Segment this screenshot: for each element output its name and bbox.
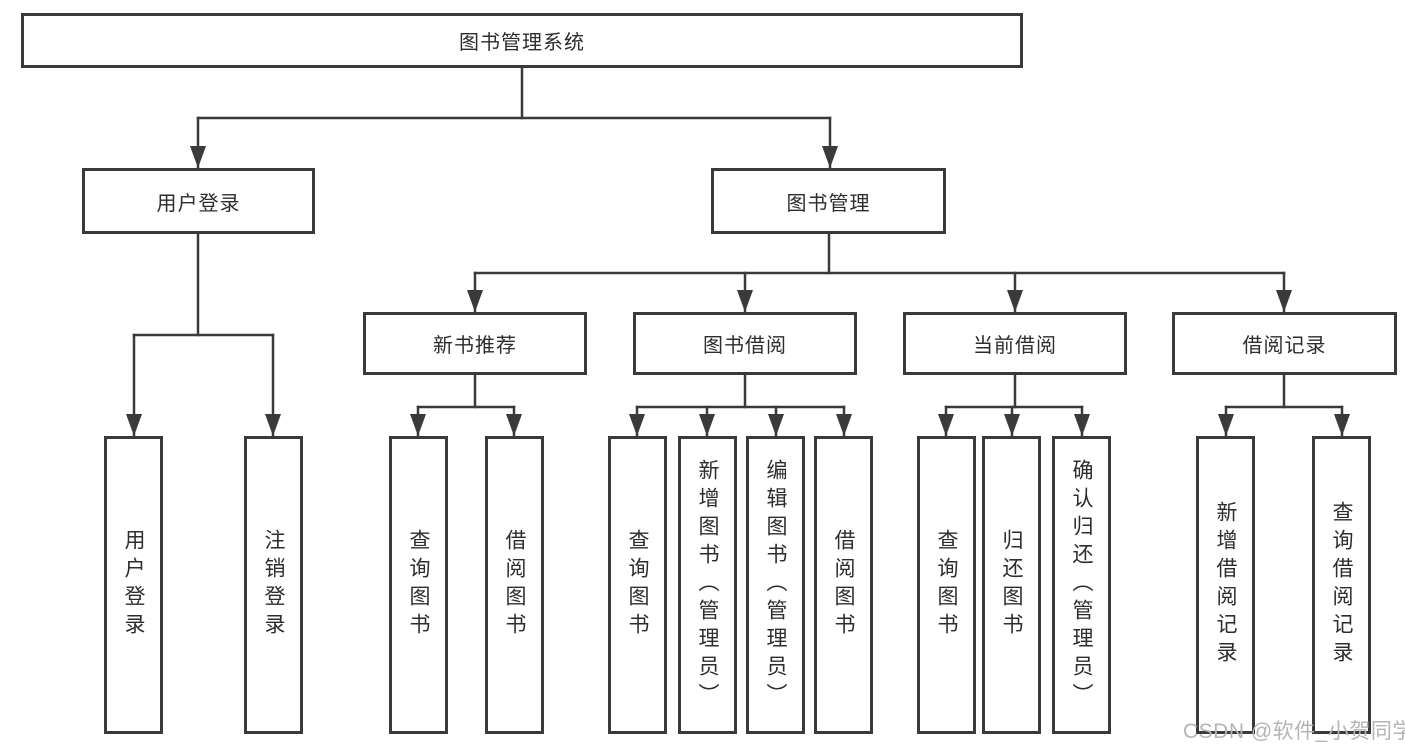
node-label: 新书推荐 [433,335,517,357]
node-label: 图书借阅 [703,335,787,357]
leaf-query-books-borrow: 查询图书 [608,436,667,734]
node-library-management-system: 图书管理系统 [21,13,1023,68]
node-label: 借阅图书 [832,529,855,641]
leaf-borrow-books-recommend: 借阅图书 [485,436,544,734]
leaf-borrow-books: 借阅图书 [814,436,873,734]
leaf-query-borrow-record: 查询借阅记录 [1312,436,1371,734]
leaf-edit-book-admin: 编辑图书（管理员） [746,436,805,734]
node-label: 查询图书 [626,529,649,641]
node-label: 新增图书（管理员） [696,459,719,711]
node-borrow-records: 借阅记录 [1172,312,1397,375]
node-label: 图书管理系统 [459,32,585,54]
node-label: 确认归还（管理员） [1070,459,1093,711]
node-label: 查询图书 [407,529,430,641]
node-new-book-recommend: 新书推荐 [363,312,587,375]
leaf-add-book-admin: 新增图书（管理员） [678,436,737,734]
leaf-query-books-current: 查询图书 [917,436,976,734]
leaf-return-book: 归还图书 [982,436,1041,734]
node-label: 用户登录 [122,529,145,641]
leaf-user-login: 用户登录 [104,436,163,734]
node-current-borrow: 当前借阅 [903,312,1127,375]
leaf-logout: 注销登录 [244,436,303,734]
node-book-management: 图书管理 [711,168,946,234]
node-label: 新增借阅记录 [1214,501,1237,669]
leaf-query-books-recommend: 查询图书 [389,436,448,734]
node-label: 图书管理 [786,192,871,215]
csdn-watermark: CSDN @软件_小贺同学 [1183,720,1405,743]
node-book-borrow: 图书借阅 [633,312,857,375]
node-user-login: 用户登录 [82,168,315,234]
node-label: 借阅图书 [503,529,526,641]
node-label: 借阅记录 [1242,335,1327,357]
node-label: 注销登录 [262,529,285,641]
leaf-confirm-return-admin: 确认归还（管理员） [1052,436,1111,734]
node-label: 当前借阅 [973,335,1057,357]
node-label: 编辑图书（管理员） [764,459,787,711]
node-label: 归还图书 [1000,529,1023,641]
node-label: 查询图书 [935,529,958,641]
leaf-add-borrow-record: 新增借阅记录 [1196,436,1255,734]
node-label: 用户登录 [156,192,241,215]
node-label: 查询借阅记录 [1330,501,1353,669]
